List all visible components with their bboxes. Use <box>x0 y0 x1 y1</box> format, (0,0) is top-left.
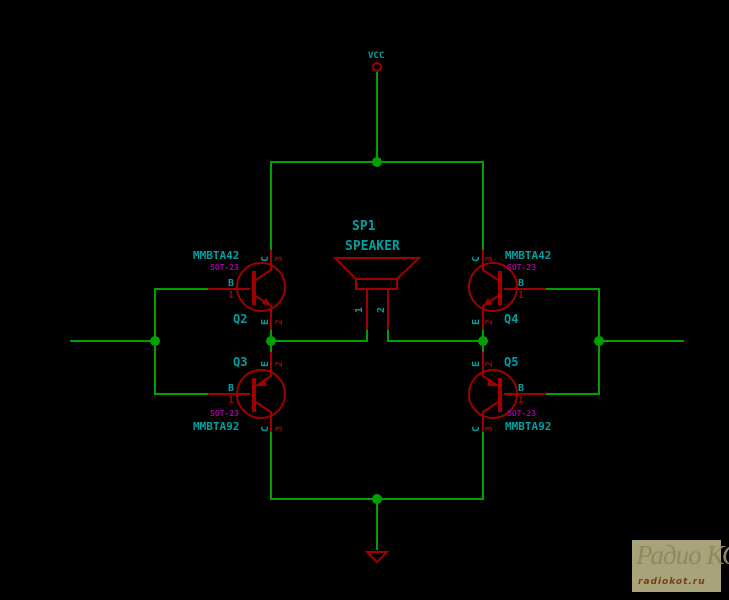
junction-dot <box>594 336 604 346</box>
q3-collector <box>255 401 272 432</box>
wire-bottom-rail[interactable] <box>270 432 484 500</box>
gnd-symbol <box>364 551 390 564</box>
q3-pin-b-num: 1 <box>228 395 234 406</box>
q2-body <box>236 262 286 312</box>
q4-footprint: SOT-23 <box>507 263 536 272</box>
speaker-ref: SP1 <box>352 219 376 234</box>
watermark-main-text: Радио КОТ <box>636 540 729 570</box>
transistor-q4[interactable]: MMBTA42 SOT-23 Q4 B 1 C 3 E 2 <box>468 249 551 330</box>
junction-dot <box>478 336 488 346</box>
q4-pin-b: B <box>518 278 524 289</box>
radiokot-watermark: Радио КОТ radiokot.ru <box>632 540 729 592</box>
q5-pin-e-num: 2 <box>484 361 495 367</box>
q4-ref: Q4 <box>504 312 518 326</box>
wire-speaker-pin2[interactable] <box>387 330 483 342</box>
transistor-q3[interactable]: Q3 B 1 SOT-23 MMBTA92 E 2 C 3 <box>193 352 286 433</box>
q2-footprint: SOT-23 <box>210 263 239 272</box>
vcc-label: VCC <box>368 51 384 61</box>
speaker-sp1[interactable]: SP1 SPEAKER 1 2 <box>332 219 422 330</box>
q5-value: MMBTA92 <box>505 420 551 433</box>
speaker-magnet <box>355 278 398 290</box>
q4-pin-b-num: 1 <box>518 290 524 301</box>
q3-ref: Q3 <box>233 355 247 369</box>
q5-footprint: SOT-23 <box>507 409 536 418</box>
q3-pin-e: E <box>260 361 271 367</box>
junctions <box>150 157 604 504</box>
q3-pin-e-num: 2 <box>274 361 285 367</box>
q2-value: MMBTA42 <box>193 249 239 262</box>
transistor-q2[interactable]: MMBTA42 SOT-23 Q2 B 1 C 3 E 2 <box>193 249 286 330</box>
q2-pin-e: E <box>260 319 271 325</box>
wire-right-bases[interactable] <box>546 288 600 395</box>
q5-emitter-arrow <box>487 378 498 386</box>
q4-emitter-arrow <box>483 298 492 306</box>
q5-ref: Q5 <box>504 355 518 369</box>
junction-dot <box>372 494 382 504</box>
q4-pin-c-num: 3 <box>484 256 495 262</box>
q4-collector <box>482 250 499 281</box>
q4-pin-e: E <box>471 319 482 325</box>
q3-emitter-arrow <box>256 378 267 386</box>
q2-pin-b: B <box>228 278 234 289</box>
q2-pin-c-num: 3 <box>274 256 285 262</box>
q2-pin-e-num: 2 <box>274 319 285 325</box>
q2-collector <box>255 250 272 281</box>
q3-pin-b: B <box>228 383 234 394</box>
wire-left-bases[interactable] <box>154 288 208 395</box>
q2-ref: Q2 <box>233 312 247 326</box>
junction-dot <box>372 157 382 167</box>
q3-pin-c-num: 3 <box>274 426 285 432</box>
q5-pin-b: B <box>518 383 524 394</box>
q4-pin-e-num: 2 <box>484 319 495 325</box>
speaker-cone <box>332 257 422 280</box>
vcc-power-symbol <box>372 62 382 72</box>
q5-pin-b-num: 1 <box>518 395 524 406</box>
q5-pin-c-num: 3 <box>484 426 495 432</box>
junction-dot <box>150 336 160 346</box>
q5-collector <box>482 401 499 432</box>
q3-footprint: SOT-23 <box>210 409 239 418</box>
junction-dot <box>266 336 276 346</box>
speaker-pin1-number: 1 <box>354 307 365 313</box>
q2-pin-c: C <box>260 256 271 262</box>
q2-pin-b-num: 1 <box>228 290 234 301</box>
q3-value: MMBTA92 <box>193 420 239 433</box>
wire-speaker-pin1[interactable] <box>271 330 368 342</box>
q4-value: MMBTA42 <box>505 249 551 262</box>
q4-body <box>468 262 518 312</box>
q2-emitter-arrow <box>262 298 271 306</box>
q4-pin-c: C <box>471 256 482 262</box>
q3-pin-c: C <box>260 426 271 432</box>
speaker-value: SPEAKER <box>345 239 400 254</box>
wire-top-rail[interactable] <box>270 161 484 250</box>
speaker-pin2-number: 2 <box>376 307 387 313</box>
transistor-q5[interactable]: Q5 B 1 SOT-23 MMBTA92 E 2 C 3 <box>468 352 551 433</box>
q5-pin-c: C <box>471 426 482 432</box>
watermark-url: radiokot.ru <box>638 577 706 587</box>
q5-pin-e: E <box>471 361 482 367</box>
